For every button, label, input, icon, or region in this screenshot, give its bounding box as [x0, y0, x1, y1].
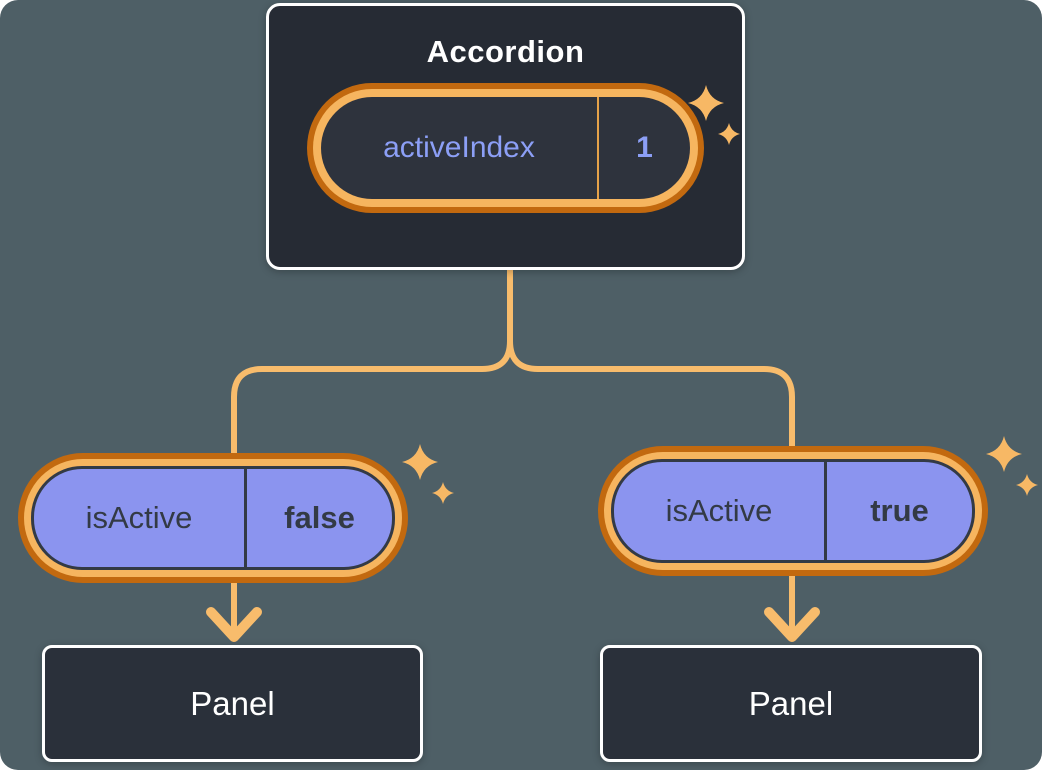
connector-right-branch — [507, 268, 795, 634]
state-pill: activeIndex 1 — [307, 83, 704, 213]
pill-divider — [244, 469, 247, 567]
arrow-down-icon — [764, 607, 820, 642]
prop-pill-body: isActive false — [31, 466, 395, 570]
state-pill-ring: activeIndex 1 — [313, 89, 698, 207]
panel-label: Panel — [748, 684, 834, 722]
prop-pill-value: true — [870, 493, 929, 528]
panel-node-left: Panel — [42, 645, 423, 762]
accordion-title: Accordion — [426, 34, 585, 69]
sparkle-icon — [688, 85, 740, 145]
prop-pill-name: isActive — [85, 500, 193, 535]
prop-pill-value: false — [284, 500, 355, 535]
panel-label: Panel — [190, 684, 275, 722]
sparkle-icon — [986, 436, 1038, 496]
prop-pill-name: isActive — [665, 493, 773, 528]
state-pill-name: activeIndex — [383, 131, 535, 164]
arrow-down-icon — [206, 607, 262, 642]
prop-pill-ring: isActive true — [604, 452, 982, 570]
pill-divider — [824, 462, 827, 560]
prop-pill-left: isActive false — [18, 453, 408, 583]
prop-pill-ring: isActive false — [24, 459, 402, 577]
state-pill-value: 1 — [636, 131, 653, 164]
sparkle-icon — [402, 444, 454, 504]
accordion-node: Accordion activeIndex 1 — [266, 3, 745, 270]
pill-divider — [597, 97, 599, 199]
state-pill-body: activeIndex 1 — [321, 97, 690, 199]
panel-node-right: Panel — [600, 645, 982, 762]
prop-pill-body: isActive true — [611, 459, 975, 563]
prop-pill-right: isActive true — [598, 446, 988, 576]
